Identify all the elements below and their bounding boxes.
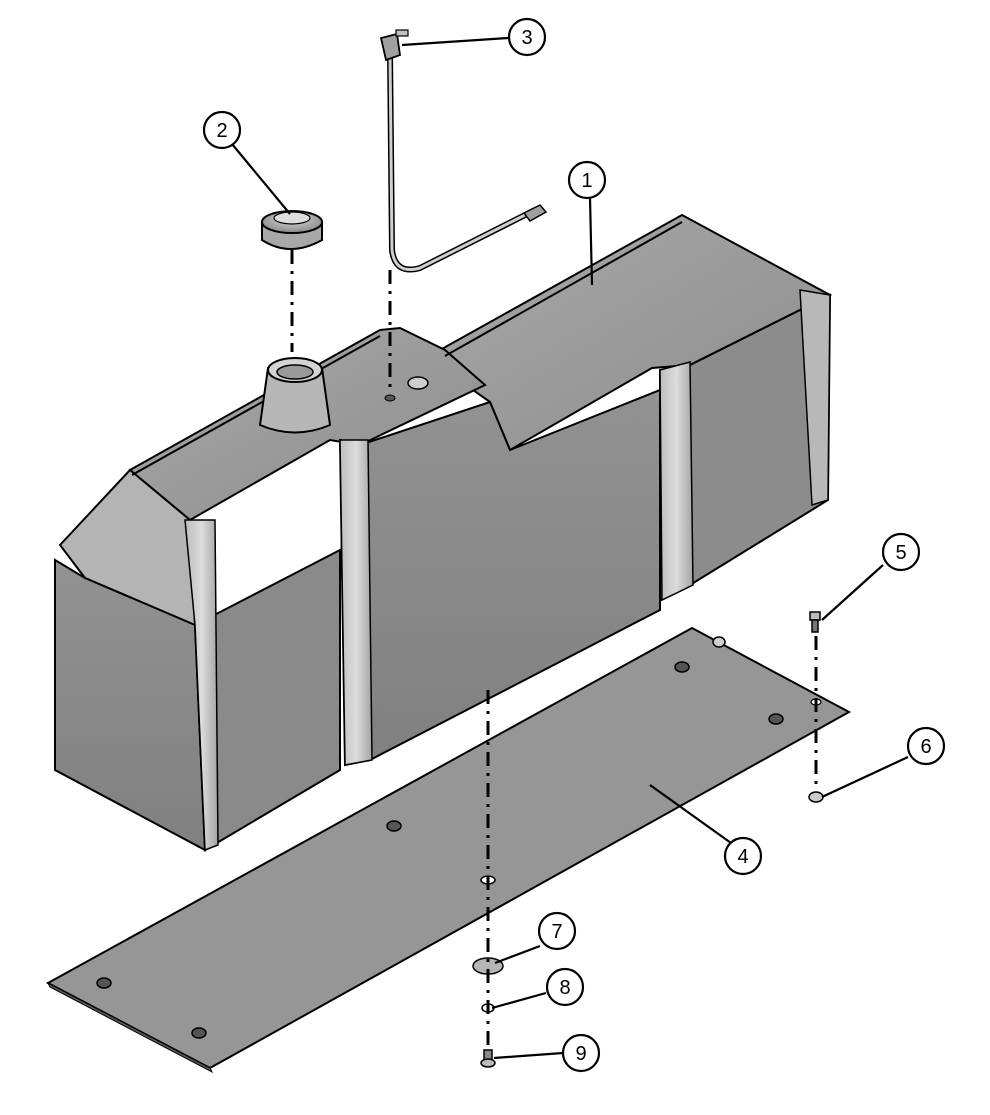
callout-3: 3: [507, 17, 547, 57]
callout-7-label: 7: [551, 921, 562, 943]
callout-6: 6: [906, 726, 946, 766]
tank-rib-left: [339, 439, 373, 766]
screw: [480, 1049, 496, 1068]
tank-corner-round: [184, 519, 219, 852]
callout-4-label: 4: [737, 846, 748, 868]
leader-lines: [231, 36, 909, 1060]
callout-5: 5: [881, 532, 921, 572]
bolt: [809, 611, 821, 633]
vent-port: [384, 394, 396, 402]
callout-8: 8: [545, 967, 585, 1007]
vent-hose-assembly: [379, 29, 548, 273]
filler-neck: [258, 357, 332, 434]
callout-1: 1: [567, 160, 607, 200]
cap: [261, 210, 323, 250]
callout-1-label: 1: [581, 170, 592, 192]
vent-fitting: [407, 376, 429, 390]
callout-6-label: 6: [920, 736, 931, 758]
callout-9: 9: [561, 1033, 601, 1073]
callout-2-label: 2: [216, 120, 227, 142]
plate-mounting-holes: [96, 661, 784, 1039]
callout-4: 4: [723, 836, 763, 876]
assembly-lines: [290, 250, 818, 1048]
callout-8-label: 8: [559, 977, 570, 999]
callout-5-label: 5: [895, 542, 906, 564]
callout-3-label: 3: [521, 27, 532, 49]
tank: [54, 213, 833, 852]
callout-7: 7: [537, 911, 577, 951]
mounting-plate: [45, 626, 852, 1074]
nut: [808, 791, 824, 803]
tank-rib-right: [659, 361, 694, 602]
callout-2: 2: [202, 110, 242, 150]
callout-9-label: 9: [575, 1043, 586, 1065]
